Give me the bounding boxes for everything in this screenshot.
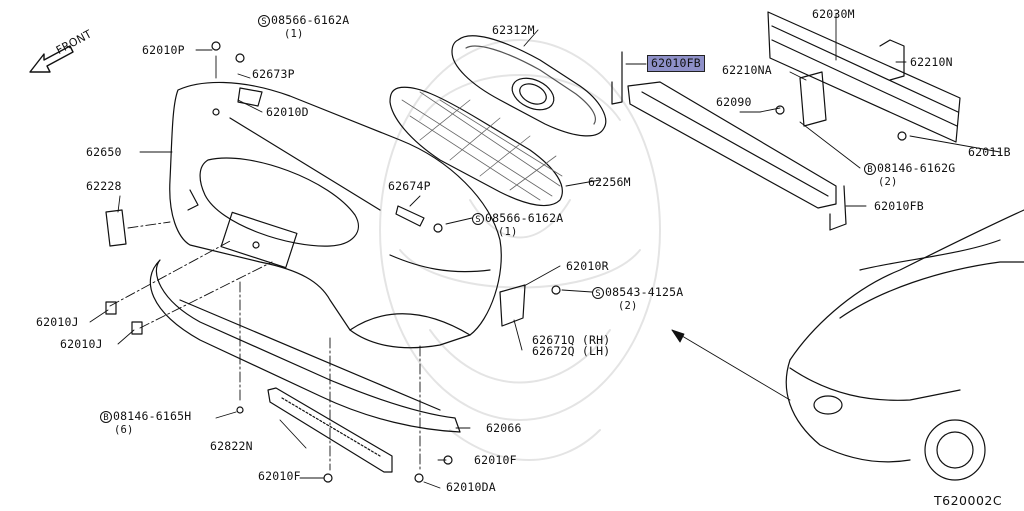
skid-strip bbox=[267, 387, 393, 473]
part-label-62010j-b: 62010J bbox=[60, 337, 103, 351]
fastener-number: 08566-6162A bbox=[485, 211, 564, 225]
part-label-62090: 62090 bbox=[716, 95, 752, 109]
fastener-mark: B bbox=[100, 411, 112, 423]
part-label-62673p: 62673P bbox=[252, 67, 295, 81]
part-label-62210n: 62210N bbox=[910, 55, 953, 69]
fastener-number: 08543-4125A bbox=[605, 285, 684, 299]
part-label-62010fb-highlighted: 62010FB bbox=[647, 55, 705, 72]
front-arrow-icon bbox=[29, 45, 74, 73]
fastener-mark: S bbox=[592, 287, 604, 299]
part-label-62674p: 62674P bbox=[388, 179, 431, 193]
leader-lines bbox=[89, 13, 1001, 489]
fastener-number: 08146-6165H bbox=[113, 409, 192, 423]
vehicle-illustration bbox=[785, 209, 1024, 481]
fastener-qty: (6) bbox=[114, 424, 134, 436]
fastener-mark: B bbox=[864, 163, 876, 175]
energy-absorber bbox=[627, 81, 837, 209]
fastener-number: 08566-6162A bbox=[271, 13, 350, 27]
reinforcement-bar bbox=[767, 11, 961, 143]
part-label-62010f-a: 62010F bbox=[258, 469, 301, 483]
fastener-qty: (2) bbox=[618, 300, 638, 312]
fastener-qty: (2) bbox=[878, 176, 898, 188]
part-label-62671q: 62671Q (RH) bbox=[532, 333, 611, 347]
bumper-fascia bbox=[169, 81, 502, 349]
part-label-62010r: 62010R bbox=[566, 259, 609, 273]
part-label-62010fb: 62010FB bbox=[874, 199, 924, 213]
part-label-62010p: 62010P bbox=[142, 43, 185, 57]
clip-62228 bbox=[105, 209, 127, 247]
lower-grille bbox=[389, 86, 563, 207]
fastener-mark: S bbox=[472, 213, 484, 225]
part-label-62256m: 62256M bbox=[588, 175, 631, 189]
part-label-62010f-b: 62010F bbox=[474, 453, 517, 467]
part-label-62312m: 62312M bbox=[492, 23, 535, 37]
fastener-mark: S bbox=[258, 15, 270, 27]
part-label-62210na: 62210NA bbox=[722, 63, 772, 77]
part-label-62672q: 62672Q (LH) bbox=[532, 344, 611, 358]
lower-lip bbox=[149, 259, 461, 433]
part-label-62228: 62228 bbox=[86, 179, 122, 193]
part-label-62011b: 62011B bbox=[968, 145, 1011, 159]
part-label-62650: 62650 bbox=[86, 145, 122, 159]
part-label-62010j-a: 62010J bbox=[36, 315, 79, 329]
bracket-fb-top bbox=[611, 51, 623, 105]
part-label-62822n: 62822N bbox=[210, 439, 253, 453]
part-label-62010da: 62010DA bbox=[446, 480, 496, 494]
bolts bbox=[211, 41, 907, 483]
fastener-qty: (1) bbox=[284, 28, 304, 40]
watermark bbox=[379, 39, 661, 461]
clip-62674p bbox=[395, 205, 425, 227]
part-label-62010d: 62010D bbox=[266, 105, 309, 119]
fastener-number: 08146-6162G bbox=[877, 161, 956, 175]
fastener-qty: (1) bbox=[498, 226, 518, 238]
diagram-code: T620002C bbox=[934, 493, 1003, 508]
part-label-62066: 62066 bbox=[486, 421, 522, 435]
part-label-62030m: 62030M bbox=[812, 7, 855, 21]
upper-grille bbox=[451, 35, 607, 137]
side-bracket bbox=[499, 284, 526, 327]
clip-62673p bbox=[237, 87, 263, 107]
bracket-fb-bottom bbox=[829, 185, 847, 231]
clips-62010j bbox=[105, 301, 143, 335]
